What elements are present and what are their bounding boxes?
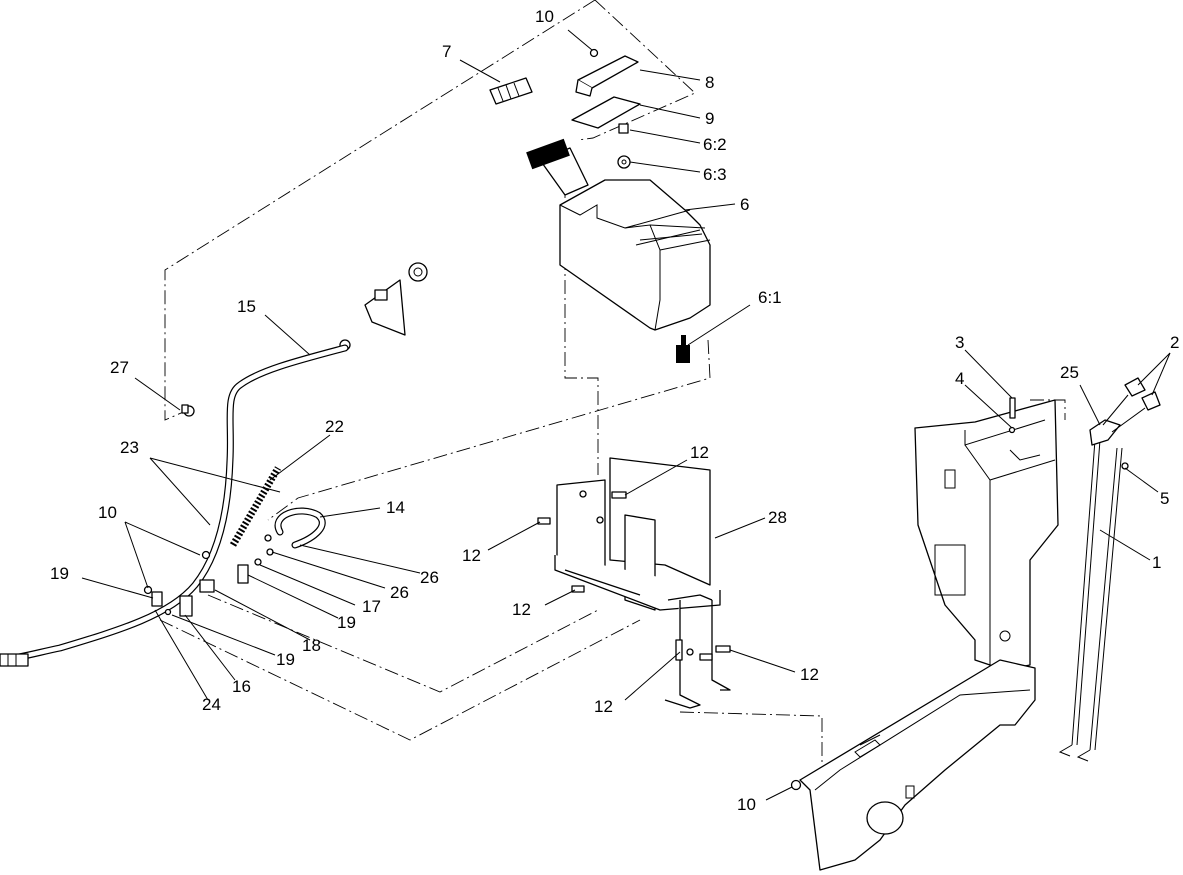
frame-nut [790, 779, 802, 791]
callout-12: 12 [690, 443, 709, 462]
hold-down-strap [575, 48, 639, 97]
callout-4: 4 [955, 369, 964, 388]
callout-19: 19 [50, 564, 69, 583]
callout-12-c: 12 [512, 600, 531, 619]
callout-28: 28 [768, 508, 787, 527]
callout-6-1: 6:1 [758, 288, 782, 307]
leader-lines [81, 29, 1171, 801]
callout-8: 8 [705, 73, 714, 92]
callout-10: 10 [535, 7, 554, 26]
return-hose [274, 507, 326, 549]
callout-10-c: 10 [737, 795, 756, 814]
callout-14: 14 [386, 498, 405, 517]
control-cables [1058, 439, 1123, 762]
hose-clamp [181, 404, 195, 417]
callout-9: 9 [705, 109, 714, 128]
callout-16: 16 [232, 677, 251, 696]
callout-12-e: 12 [594, 697, 613, 716]
callout-27: 27 [110, 358, 129, 377]
tank-support-bracket [554, 457, 731, 709]
callout-3: 3 [955, 333, 964, 352]
shutoff-bracket [339, 262, 428, 351]
frame-assembly [799, 399, 1059, 871]
spring-guard [229, 466, 282, 547]
callout-23: 23 [120, 438, 139, 457]
callout-26: 26 [420, 568, 439, 587]
tank-pad [571, 96, 641, 129]
callout-26-b: 26 [390, 583, 409, 602]
callout-labels: 10 7 8 9 6:2 6:3 6 6:1 15 27 22 23 14 10… [50, 7, 1179, 814]
callout-19-b: 19 [337, 613, 356, 632]
callout-18: 18 [302, 636, 321, 655]
callout-12-d: 12 [800, 665, 819, 684]
callout-22: 22 [325, 417, 344, 436]
callout-12-b: 12 [462, 546, 481, 565]
hose-fittings [143, 534, 274, 617]
fuel-hose [0, 344, 349, 667]
callout-6: 6 [740, 195, 749, 214]
callout-25: 25 [1060, 363, 1079, 382]
callout-17: 17 [362, 597, 381, 616]
callout-2: 2 [1170, 333, 1179, 352]
callout-5: 5 [1160, 489, 1169, 508]
callout-10-b: 10 [98, 503, 117, 522]
callout-24: 24 [202, 695, 221, 714]
callout-6-2: 6:2 [703, 135, 727, 154]
vent-fitting [617, 123, 631, 169]
callout-15: 15 [237, 297, 256, 316]
callout-6-3: 6:3 [703, 165, 727, 184]
callout-19-c: 19 [276, 650, 295, 669]
callout-1: 1 [1152, 553, 1161, 572]
callout-7: 7 [442, 42, 451, 61]
filler-cap [489, 77, 533, 105]
bolts [537, 491, 731, 661]
fuel-tank [526, 138, 711, 363]
